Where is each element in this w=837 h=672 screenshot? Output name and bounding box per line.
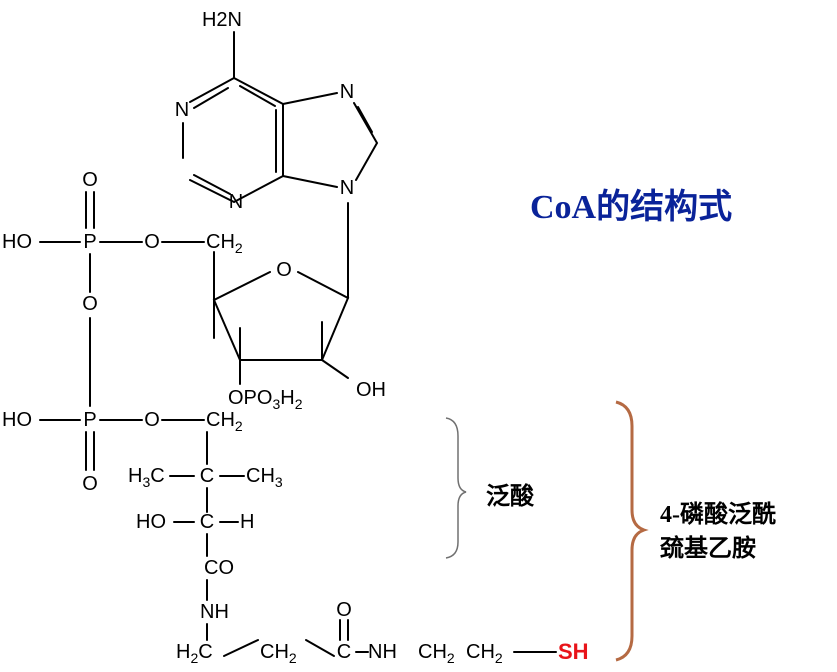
five-membered-ring <box>282 92 379 188</box>
hydroxyl-carbon: C <box>200 511 214 533</box>
phosphopantetheine-label-line1: 4-磷酸泛酰 <box>660 501 776 528</box>
p2-ester-oxygen: O <box>144 409 160 431</box>
amide-double-bond <box>339 619 349 641</box>
pyrophosphate: O HO P O CH2 O HO P O O <box>2 169 243 495</box>
ribose-ring <box>212 271 350 361</box>
phosphopantetheine-label-line2: 巯基乙胺 <box>659 534 756 562</box>
five-ring-double-bond <box>357 106 373 133</box>
phosphorus-2: P <box>83 409 96 431</box>
methylene-b: CH2 <box>260 641 297 666</box>
atom-n1: N <box>175 99 189 121</box>
bottom-chain: H2C CH2 C O NH CH2 CH2 SH <box>176 599 589 666</box>
amide-oxygen: O <box>336 599 352 621</box>
amide-nh-2: NH <box>368 641 397 663</box>
methylene-a: H2C <box>176 641 213 666</box>
phosphopantetheine-brace <box>615 400 649 662</box>
methyl-left: H3C <box>128 465 165 490</box>
phosphate-3prime: OPO3H2 <box>228 387 303 412</box>
p2-double-bond <box>85 431 95 471</box>
pantoate-hydroxyl: HO <box>136 511 166 533</box>
six-ring-double-bonds <box>193 85 277 195</box>
pantoic-acid-brace <box>445 417 467 559</box>
quaternary-carbon: C <box>200 465 214 487</box>
pantoate-hydrogen: H <box>240 511 254 533</box>
methyl-right: CH3 <box>246 465 283 490</box>
atom-n7: N <box>340 81 354 103</box>
ring-oxygen: O <box>276 259 292 281</box>
p1-hydroxyl: HO <box>2 231 32 253</box>
amide-nh-1: NH <box>200 601 229 623</box>
p2-hydroxyl: HO <box>2 409 32 431</box>
thiol-group: SH <box>558 639 589 664</box>
p1-double-bond-oxygen: O <box>82 169 98 191</box>
diagram-title: CoA的结构式 <box>530 188 732 226</box>
amide-carbon: C <box>337 641 351 663</box>
atom-n9: N <box>340 177 354 199</box>
atom-n3: N <box>229 191 243 213</box>
bridging-oxygen: O <box>82 293 98 315</box>
adenine: H2N N N N N <box>175 9 379 299</box>
bond-ch2b-c <box>305 639 335 657</box>
bond-c2-oh <box>321 359 349 379</box>
phosphorus-1: P <box>83 231 96 253</box>
p1-ester-oxygen: O <box>144 231 160 253</box>
carbonyl-1: CO <box>204 557 234 579</box>
amino-group: H2N <box>202 9 242 31</box>
pantoic-acid-label: 泛酸 <box>486 483 535 510</box>
p1-double-bond <box>85 191 95 229</box>
ribose: O OH OPO3H2 <box>212 251 386 412</box>
ribose-5prime-ch2: CH2 <box>206 231 243 256</box>
pantoate-chain: CH2 H3C C CH3 HO C H CO NH <box>128 409 283 641</box>
p2-double-bond-oxygen: O <box>82 473 98 495</box>
ribose-h-ticks <box>213 299 323 361</box>
hydroxyl-2prime: OH <box>356 379 386 401</box>
six-membered-ring <box>182 77 284 203</box>
pantoate-ch2: CH2 <box>206 409 243 434</box>
bond-ch2a-ch2b <box>223 639 259 657</box>
methylene-c: CH2 <box>418 641 455 666</box>
methylene-d: CH2 <box>466 641 503 666</box>
